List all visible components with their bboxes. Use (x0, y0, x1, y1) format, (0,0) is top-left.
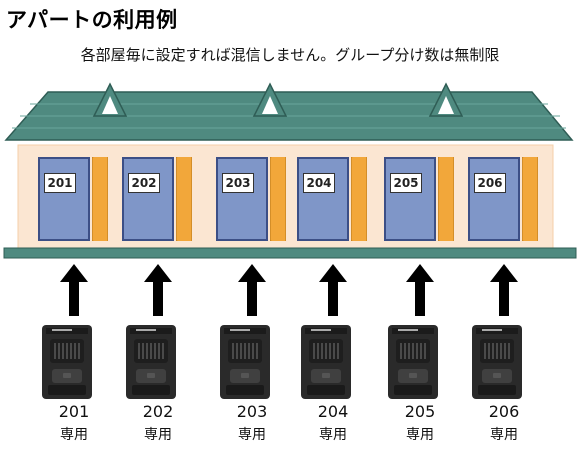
intercom-device-icon (388, 325, 438, 399)
dormer-2 (252, 82, 288, 117)
door-panel (384, 157, 436, 241)
up-arrow-icon (490, 264, 518, 316)
room-number-plate: 201 (44, 173, 76, 193)
intercom-device-icon (220, 325, 270, 399)
unit-number-label: 201 (58, 402, 90, 421)
intercom-device-icon (42, 325, 92, 399)
open-door-leaf (92, 157, 108, 241)
up-arrow-icon (60, 264, 88, 316)
room-door: 205 (384, 157, 456, 241)
room-door: 203 (216, 157, 288, 241)
unit-dedicated-label: 専用 (490, 427, 518, 443)
open-door-leaf (522, 157, 538, 241)
unit-dedicated-label: 専用 (144, 427, 172, 443)
door-panel (38, 157, 90, 241)
up-arrow-icon (238, 264, 266, 316)
unit-number-label: 202 (142, 402, 174, 421)
unit-number-label: 204 (317, 402, 349, 421)
up-arrow-icon (406, 264, 434, 316)
unit-dedicated-label: 専用 (319, 427, 347, 443)
floor-eave (3, 247, 577, 259)
room-door: 204 (297, 157, 369, 241)
dormer-1 (92, 82, 128, 117)
door-panel (216, 157, 268, 241)
door-panel (122, 157, 174, 241)
open-door-leaf (351, 157, 367, 241)
dormer-3 (428, 82, 464, 117)
unit-number-label: 206 (488, 402, 520, 421)
up-arrow-icon (319, 264, 347, 316)
intercom-device-icon (472, 325, 522, 399)
up-arrow-icon (144, 264, 172, 316)
unit-number-label: 203 (236, 402, 268, 421)
intercom-device-icon (301, 325, 351, 399)
diagram-title: アパートの利用例 (6, 8, 178, 32)
unit-dedicated-label: 専用 (60, 427, 88, 443)
unit-number-label: 205 (404, 402, 436, 421)
room-number-plate: 202 (128, 173, 160, 193)
room-door: 202 (122, 157, 194, 241)
unit-dedicated-label: 専用 (406, 427, 434, 443)
door-panel (468, 157, 520, 241)
open-door-leaf (270, 157, 286, 241)
room-door: 201 (38, 157, 110, 241)
intercom-device-icon (126, 325, 176, 399)
diagram-subtitle: 各部屋毎に設定すれば混信しません。グループ分け数は無制限 (80, 46, 500, 64)
room-number-plate: 204 (303, 173, 335, 193)
door-panel (297, 157, 349, 241)
room-door: 206 (468, 157, 540, 241)
room-number-plate: 205 (390, 173, 422, 193)
open-door-leaf (438, 157, 454, 241)
open-door-leaf (176, 157, 192, 241)
room-number-plate: 206 (474, 173, 506, 193)
unit-dedicated-label: 専用 (238, 427, 266, 443)
room-number-plate: 203 (222, 173, 254, 193)
